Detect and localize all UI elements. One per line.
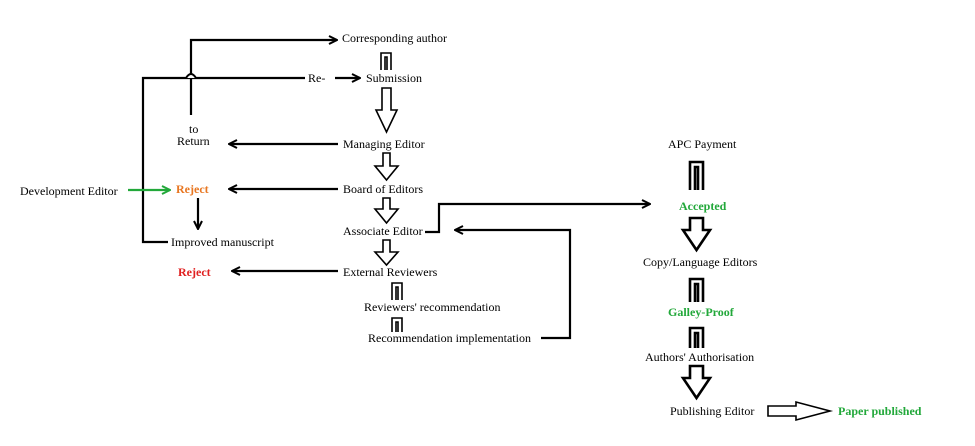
- copy-galley-bracket: [688, 277, 705, 302]
- author-submission-bracket: [380, 52, 392, 70]
- associate-to-accepted-line: [425, 204, 650, 234]
- return-to-author-line: [189, 40, 337, 115]
- publishing-editor-label: Publishing Editor: [670, 404, 754, 418]
- galley-authorisation-bracket: [688, 326, 705, 348]
- managing-editor-label: Managing Editor: [343, 137, 425, 151]
- paper-published-label: Paper published: [838, 404, 922, 418]
- board-to-associate-arrow: [373, 197, 400, 225]
- external-reviewers-label: External Reviewers: [343, 265, 438, 279]
- submission-to-managing-arrow: [374, 87, 399, 134]
- corresponding-author-label: Corresponding author: [342, 31, 447, 45]
- reviewers-bracket: [391, 282, 403, 300]
- board-of-editors-label: Board of Editors: [343, 182, 423, 196]
- managing-to-board-arrow: [373, 152, 400, 182]
- authorisation-to-publishing-arrow: [680, 364, 713, 401]
- accepted-to-copy-arrow: [680, 216, 713, 253]
- return-to-label-line1: to: [189, 122, 198, 136]
- reviewers-recommendation-label: Reviewers' recommendation: [364, 300, 500, 314]
- authors-authorisation-label: Authors' Authorisation: [645, 350, 754, 364]
- recommendation-implementation-label: Recommendation implementation: [368, 331, 531, 345]
- reject-label-red: Reject: [178, 265, 211, 279]
- improved-manuscript-label: Improved manuscript: [171, 235, 275, 249]
- recommendation-bracket: [391, 317, 403, 332]
- publishing-to-published-arrow: [767, 400, 834, 422]
- accepted-label: Accepted: [679, 199, 727, 213]
- resubmission-loop-line: [141, 76, 305, 244]
- return-to-label-line2: Return: [177, 134, 210, 148]
- copy-language-editors-label: Copy/Language Editors: [643, 255, 758, 269]
- development-editor-label: Development Editor: [20, 184, 118, 198]
- reject-label-orange: Reject: [176, 182, 209, 196]
- bridge-arc: [185, 73, 197, 79]
- apc-accepted-bracket: [688, 160, 705, 190]
- re-prefix-label: Re-: [308, 71, 325, 85]
- submission-label: Submission: [366, 71, 422, 85]
- associate-editor-label: Associate Editor: [343, 224, 423, 238]
- apc-payment-label: APC Payment: [668, 137, 737, 151]
- implementation-to-associate-line: [455, 230, 572, 340]
- associate-to-reviewers-arrow: [373, 239, 400, 267]
- galley-proof-label: Galley-Proof: [668, 305, 735, 319]
